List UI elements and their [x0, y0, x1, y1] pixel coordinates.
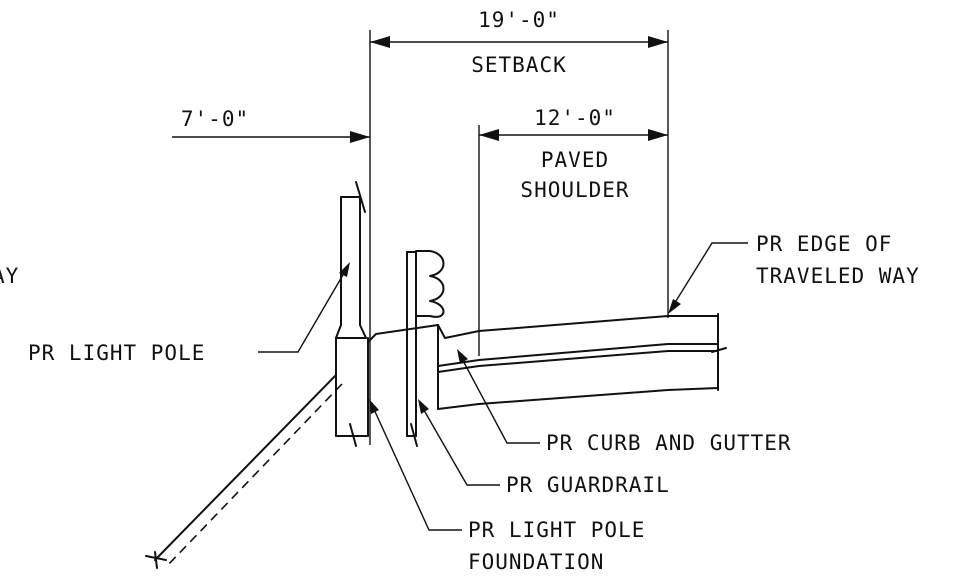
slope-break-tick — [154, 551, 158, 569]
slope-line — [154, 374, 337, 561]
shoulder-label-paved: PAVED — [541, 148, 609, 172]
edge-label-line-2: TRAVELED WAY — [756, 264, 920, 288]
callout-curb-and-gutter: PR CURB AND GUTTER — [457, 349, 792, 455]
pole-break-mark — [355, 181, 366, 213]
guardrail-rail — [415, 250, 445, 318]
shoulder-arrow-left — [479, 129, 499, 141]
guardrail-leader — [420, 404, 500, 486]
pavement-surface — [437, 315, 719, 339]
pole-flare-right — [359, 324, 367, 339]
edge-label-line-1: PR EDGE OF — [756, 232, 892, 256]
setback-arrow-left — [370, 36, 390, 48]
shoulder-value: 12'-0" — [534, 106, 616, 130]
pole-flare-left — [335, 324, 342, 339]
shoulder-dimension: 12'-0" PAVED SHOULDER — [478, 106, 668, 356]
curb-gutter-leader-arrow — [457, 349, 468, 364]
shoulder-label-shoulder: SHOULDER — [520, 178, 629, 202]
pavement-section — [437, 313, 727, 410]
embankment-slope — [145, 374, 343, 569]
section-end-break-mark — [711, 347, 727, 353]
setback-value: 19'-0" — [478, 8, 560, 32]
offset-dimension: 7'-0" — [172, 107, 370, 143]
setback-label: SETBACK — [471, 53, 567, 77]
guardrail — [406, 250, 445, 447]
light-pole-leader-arrow — [339, 262, 350, 277]
cropped-label-fragment: AY — [0, 264, 19, 288]
callout-light-pole: PR LIGHT POLE — [28, 262, 350, 365]
foundation-break-mark — [349, 423, 357, 447]
subbase-line — [437, 350, 719, 373]
guardrail-break-mark — [410, 423, 418, 447]
guardrail-leader-arrow — [418, 399, 429, 414]
callout-edge-of-traveled-way: PR EDGE OF TRAVELED WAY — [668, 232, 920, 314]
ground-surface — [367, 324, 439, 343]
subgrade-line — [437, 387, 719, 410]
setback-dimension: 19'-0" SETBACK — [369, 8, 669, 445]
light-pole-label: PR LIGHT POLE — [28, 341, 205, 365]
edge-leader-arrow — [668, 299, 681, 314]
setback-arrow-right — [648, 36, 668, 48]
guardrail-label: PR GUARDRAIL — [506, 473, 670, 497]
slope-dashed-line — [165, 383, 343, 568]
foundation-label-line-2: FOUNDATION — [468, 550, 604, 574]
callout-light-pole-foundation: PR LIGHT POLE FOUNDATION — [369, 399, 645, 574]
foundation-label-line-1: PR LIGHT POLE — [468, 518, 645, 542]
light-pole-foundation — [335, 337, 369, 447]
offset-arrow — [350, 131, 370, 143]
curb-gutter-leader — [459, 354, 540, 444]
foundation-leader-arrow — [369, 399, 379, 414]
light-pole — [335, 181, 367, 339]
base-course-line — [437, 343, 719, 367]
light-pole-leader — [258, 267, 348, 353]
shoulder-arrow-right — [648, 129, 668, 141]
curb-gutter-label: PR CURB AND GUTTER — [546, 431, 792, 455]
foundation-leader — [371, 404, 462, 531]
offset-value: 7'-0" — [181, 107, 249, 131]
ground-line — [367, 324, 439, 343]
edge-leader — [670, 242, 748, 310]
callout-guardrail: PR GUARDRAIL — [418, 399, 670, 497]
